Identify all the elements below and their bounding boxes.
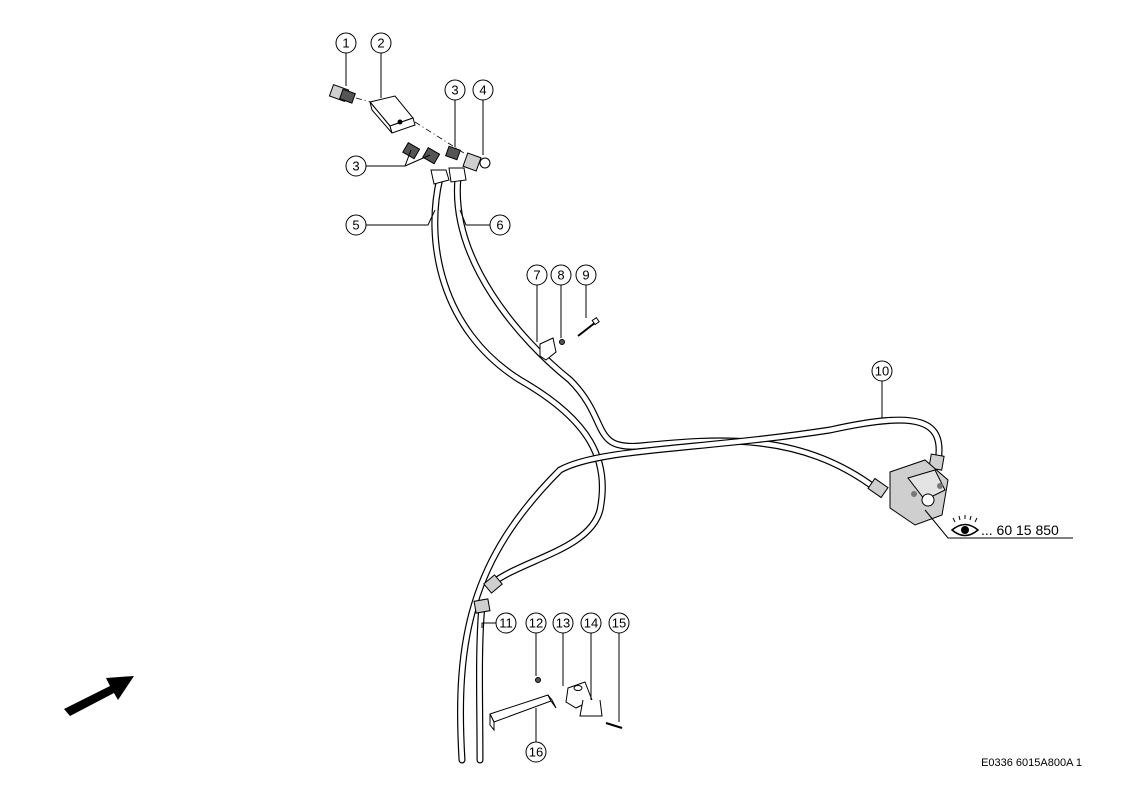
callout-15: 15 (608, 612, 630, 634)
distributor-block-part-2 (369, 95, 416, 134)
callout-11: 11 (495, 612, 517, 634)
callout-2: 2 (370, 32, 392, 54)
bracket-part-16 (489, 694, 552, 723)
svg-text:4: 4 (479, 83, 486, 98)
svg-text:1: 1 (342, 36, 349, 51)
nut-part-8 (559, 339, 565, 345)
clamp-part-7 (539, 337, 557, 361)
svg-text:2: 2 (377, 36, 384, 51)
svg-text:10: 10 (875, 364, 889, 379)
callout-14: 14 (580, 612, 602, 634)
callout-16: 16 (525, 741, 547, 763)
callout-7: 7 (526, 264, 548, 286)
direction-arrow-icon (64, 676, 134, 716)
top-fitting-assembly (328, 83, 491, 172)
callout-10: 10 (871, 360, 893, 382)
callout-3a: 3 (444, 79, 466, 101)
bolt-part-15 (605, 722, 623, 729)
svg-text:12: 12 (529, 616, 543, 631)
svg-text:3: 3 (451, 83, 458, 98)
hose-5-lower-fitting (483, 574, 503, 594)
nut-part-12 (535, 677, 541, 683)
clamp-assembly-upper (539, 316, 600, 361)
svg-text:3: 3 (352, 159, 359, 174)
hose-11-fitting (473, 598, 491, 614)
elbow-fitting-part-1 (328, 83, 356, 104)
bolt-part-9 (577, 321, 597, 337)
hose-5-upper-fitting (430, 169, 450, 185)
adapter-part-3-upper (445, 145, 461, 161)
nut-part-4 (462, 152, 491, 172)
svg-text:5: 5 (352, 218, 359, 233)
hydraulic-pump (889, 459, 949, 526)
cross-reference-text: ... 60 15 850 (981, 522, 1059, 538)
bracket-assembly-lower (489, 677, 623, 732)
callout-6: 6 (489, 214, 511, 236)
callout-1: 1 (335, 32, 357, 54)
svg-text:7: 7 (533, 268, 540, 283)
callout-5: 5 (345, 214, 367, 236)
callout-13: 13 (552, 612, 574, 634)
adapters-part-3-lower (402, 141, 441, 165)
svg-text:16: 16 (529, 745, 543, 760)
cross-reference: ... 60 15 850 (950, 515, 1059, 538)
svg-text:15: 15 (612, 616, 626, 631)
svg-text:11: 11 (499, 616, 513, 631)
svg-text:8: 8 (557, 268, 564, 283)
svg-text:13: 13 (556, 616, 570, 631)
drawing-id: E0336 6015A800A 1 (981, 757, 1082, 769)
callout-8: 8 (550, 264, 572, 286)
callout-3b: 3 (345, 155, 367, 177)
callout-9: 9 (575, 264, 597, 286)
hose-6-upper-fitting (448, 167, 467, 183)
hose-6-pump-fitting (867, 477, 889, 499)
svg-text:14: 14 (584, 616, 598, 631)
clamp-part-14 (579, 699, 603, 717)
callout-12: 12 (525, 612, 547, 634)
leader-lines (345, 53, 1073, 742)
eye-icon (950, 515, 980, 537)
callouts: 1 2 3 4 3 5 6 7 8 9 10 11 12 13 14 15 16 (335, 32, 893, 763)
svg-text:6: 6 (496, 218, 503, 233)
callout-4: 4 (472, 79, 494, 101)
svg-text:9: 9 (582, 268, 589, 283)
hose-fittings (430, 167, 945, 614)
hose-assembly (431, 174, 943, 764)
